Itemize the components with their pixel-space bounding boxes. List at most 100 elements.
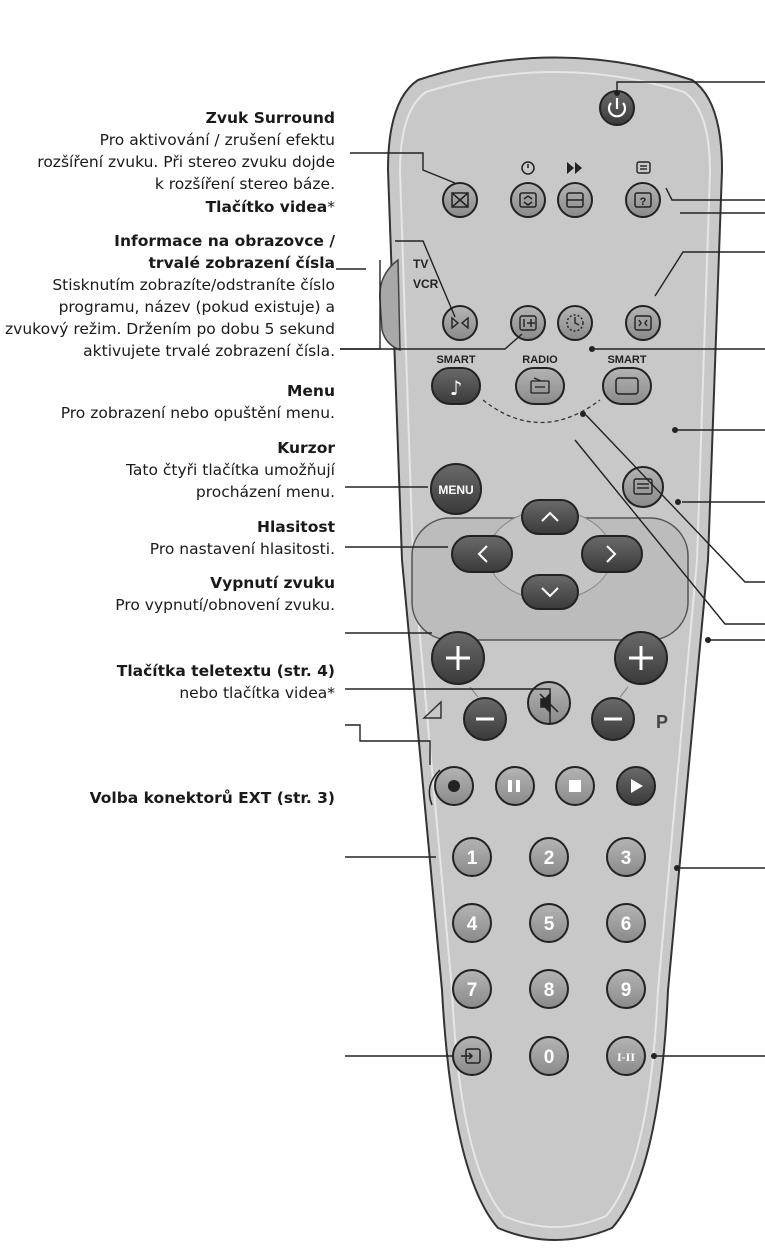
format-button[interactable]	[625, 305, 661, 341]
cursor-title: Kurzor	[277, 439, 335, 457]
right-callout-lines	[574, 81, 765, 1057]
volume-ramp-icon	[422, 700, 442, 719]
help-button[interactable]	[625, 182, 661, 218]
cursor-label: Kurzor Tato čtyři tlačítka umožňují proc…	[0, 437, 335, 503]
teletext-desc: nebo tlačítka videa*	[179, 684, 335, 702]
clock-icon	[566, 314, 584, 332]
page-split-icon	[566, 192, 584, 208]
cursor-up-button[interactable]	[521, 499, 579, 535]
volume-title: Hlasitost	[257, 518, 335, 536]
svg-text:?: ?	[640, 196, 647, 208]
digit-label-4: 4	[467, 914, 478, 935]
input-source-icon	[461, 1048, 481, 1064]
digit-label-3: 3	[621, 848, 632, 869]
play-icon	[631, 779, 643, 793]
video-star: *	[327, 198, 335, 216]
cross-box-icon	[451, 192, 469, 208]
digit-label-5: 5	[544, 914, 555, 935]
plus-icon-program	[629, 646, 653, 670]
pause-green-button[interactable]	[495, 766, 535, 806]
digit-label-8: 8	[544, 980, 555, 1001]
digit-button-0[interactable]	[529, 1036, 569, 1076]
teletext-small-icon	[636, 161, 651, 174]
radio-button[interactable]	[515, 367, 565, 405]
digit-button-8[interactable]	[529, 969, 569, 1009]
cursor-down-button[interactable]	[521, 574, 579, 610]
music-note-icon: ♪	[450, 376, 463, 400]
digit-button-6[interactable]	[606, 903, 646, 943]
power-icon	[607, 98, 627, 118]
digit-button-5[interactable]	[529, 903, 569, 943]
digit-keypad: 1 2 3 4 5 6 7 8 9 0	[452, 837, 646, 1076]
switch-vcr-label: VCR	[413, 277, 439, 291]
switch-tv-label: TV	[413, 257, 428, 271]
program-label: P	[656, 712, 668, 732]
mute-title: Vypnutí zvuku	[210, 574, 335, 592]
menu-title: Menu	[286, 382, 335, 400]
teletext-label: Tlačítka teletextu (str. 4) nebo tlačítk…	[0, 660, 335, 704]
record-icon	[448, 780, 460, 792]
digit-label-7: 7	[467, 980, 478, 1001]
volume-label: Hlasitost Pro nastavení hlasitosti.	[0, 516, 335, 560]
menu-button[interactable]	[430, 463, 482, 515]
mute-desc: Pro vypnutí/obnovení zvuku.	[115, 596, 335, 614]
chevron-left-icon	[477, 545, 488, 563]
digit-button-2[interactable]	[529, 837, 569, 877]
info-title-1: Informace na obrazovce /	[114, 232, 335, 250]
chevron-down-icon	[541, 587, 559, 598]
mono-stereo-label: I-II	[617, 1050, 635, 1064]
digit-button-4[interactable]	[452, 903, 492, 943]
smart-picture-button[interactable]	[602, 367, 652, 405]
pause-icon	[508, 780, 520, 792]
info-desc: Stisknutím zobrazíte/odstraníte číslo pr…	[5, 276, 335, 360]
digit-label-9: 9	[621, 980, 632, 1001]
menu-desc: Pro zobrazení nebo opuštění menu.	[60, 404, 335, 422]
smart-sound-button[interactable]	[431, 367, 481, 405]
radio-label: RADIO	[522, 354, 558, 366]
digit-button-9[interactable]	[606, 969, 646, 1009]
info-title-2: trvalé zobrazení čísla	[148, 254, 335, 272]
cursor-left-button[interactable]	[451, 535, 513, 573]
radio-icon	[530, 377, 550, 394]
smart-left-label: SMART	[436, 354, 475, 366]
callout-dots	[580, 90, 711, 1059]
tv-vcr-switch[interactable]	[379, 258, 401, 352]
timer-icon	[521, 161, 535, 175]
digit-label-6: 6	[621, 914, 632, 935]
video-button-label: Tlačítko videa*	[0, 196, 335, 218]
teletext-bracket	[428, 769, 441, 806]
digit-label-2: 2	[544, 848, 555, 869]
surround-button[interactable]	[442, 305, 478, 341]
help-icon: ?	[634, 192, 652, 208]
chevron-right-icon	[606, 545, 617, 563]
teletext-button[interactable]	[622, 466, 664, 508]
surround-label: Zvuk Surround Pro aktivování / zrušení e…	[0, 107, 335, 195]
cursor-right-button[interactable]	[581, 535, 643, 573]
info-plus-icon	[519, 315, 537, 331]
surround-icon	[451, 316, 469, 330]
chevron-up-icon	[541, 511, 559, 522]
mono-stereo-button[interactable]	[606, 1036, 646, 1076]
mute-label: Vypnutí zvuku Pro vypnutí/obnovení zvuku…	[0, 572, 335, 616]
menu-label: Menu Pro zobrazení nebo opuštění menu.	[0, 380, 335, 424]
stop-icon	[569, 780, 581, 792]
digit-button-7[interactable]	[452, 969, 492, 1009]
ext-label: Volba konektorů EXT (str. 3)	[0, 787, 335, 809]
smart-dashed-arc	[482, 399, 601, 424]
digit-label-0: 0	[544, 1047, 555, 1068]
smart-right-label: SMART	[607, 354, 646, 366]
digit-label-1: 1	[467, 848, 478, 869]
timer-button[interactable]	[510, 182, 546, 218]
surround-title: Zvuk Surround	[205, 109, 335, 127]
volume-desc: Pro nastavení hlasitosti.	[149, 540, 335, 558]
video-title: Tlačítko videa	[205, 198, 328, 216]
remote-body	[386, 56, 724, 1241]
page-up-down-icon	[519, 192, 537, 208]
picture-icon	[615, 377, 639, 395]
ext-title: Volba konektorů EXT (str. 3)	[89, 789, 335, 807]
digit-button-3[interactable]	[606, 837, 646, 877]
surround-desc: Pro aktivování / zrušení efektu rozšířen…	[37, 131, 335, 193]
digit-button-1[interactable]	[452, 837, 492, 877]
fast-forward-icon	[567, 162, 582, 174]
program-guide-line	[619, 686, 629, 698]
